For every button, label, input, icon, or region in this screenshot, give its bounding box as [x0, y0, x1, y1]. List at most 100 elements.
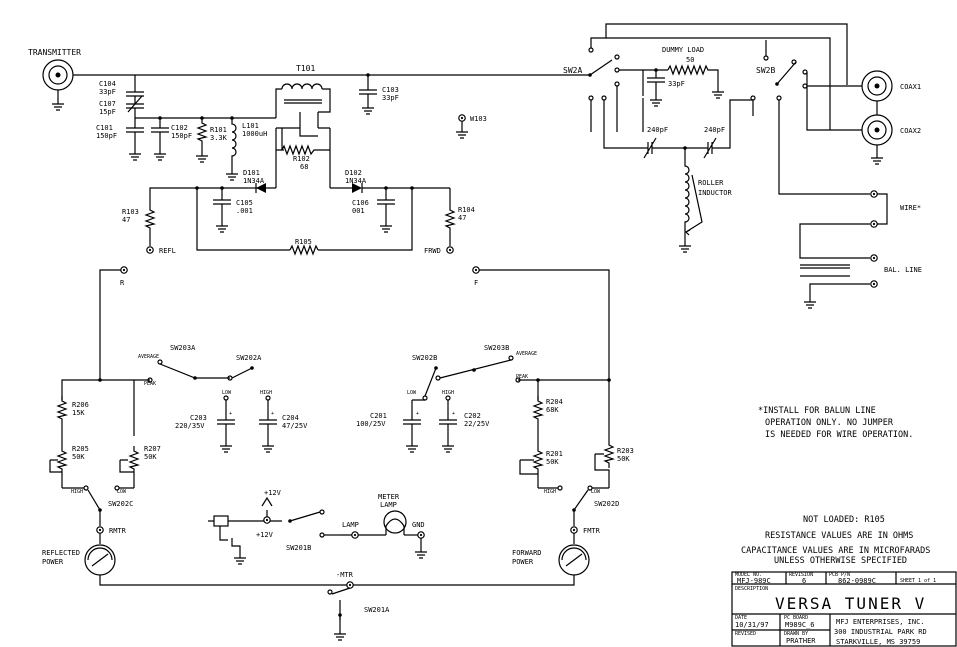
r206-value: 15K — [72, 409, 85, 417]
c107-value: 15pF — [99, 108, 116, 116]
coax1-connector — [861, 70, 893, 115]
c103-capacitor — [359, 75, 377, 115]
sw202d-ref: SW202D — [594, 500, 619, 508]
sw203b-switch — [439, 355, 521, 383]
r201-ref: R201 — [546, 450, 563, 458]
c101-value: 150pF — [96, 132, 117, 140]
tuner-cap-240b — [703, 99, 753, 159]
c102-ref: C102 — [171, 124, 188, 132]
c103-value: 33pF — [382, 94, 399, 102]
drawn-by-value: PRATHER — [786, 637, 816, 645]
roller-label-2: INDUCTOR — [698, 189, 733, 197]
meter-lamp — [383, 510, 418, 536]
r101-resistor — [195, 117, 209, 163]
sw203b-average: AVERAGE — [516, 351, 537, 357]
meter-lamp-label-2: LAMP — [380, 501, 397, 509]
d101-value: 1N34A — [243, 177, 265, 185]
d101-ref: D101 — [243, 169, 260, 177]
r105-ref: R105 — [295, 238, 312, 246]
sw2b-ref: SW2B — [756, 66, 775, 75]
c201-capacitor: + — [403, 399, 425, 453]
drawn-by-header: DRAWN BY — [784, 631, 808, 637]
c202-capacitor: + — [439, 400, 457, 453]
c107-ref: C107 — [99, 100, 116, 108]
r104-ref: R104 — [458, 206, 475, 214]
sw2b-switch — [750, 55, 808, 101]
sw202b-low: LOW — [407, 390, 417, 396]
r105-leads — [196, 188, 413, 251]
c204-value: 47/25V — [282, 422, 308, 430]
sw203a-average: AVERAGE — [138, 354, 159, 360]
sw201b-ref: SW201B — [286, 544, 311, 552]
roller-label-1: ROLLER — [698, 179, 724, 187]
bal-line-label: BAL. LINE — [884, 266, 922, 274]
dummy-load-label: DUMMY LOAD — [662, 46, 704, 54]
date-value: 10/31/97 — [735, 621, 769, 629]
tuner-input-line — [603, 100, 648, 149]
revised-header: REVISED — [735, 631, 756, 637]
p12-label-bottom: +12V — [256, 531, 274, 539]
frwd-label: FRWD — [424, 247, 441, 255]
sw202a-ref: SW202A — [236, 354, 262, 362]
sw203b-peak: PEAK — [516, 374, 528, 380]
wire-line — [778, 110, 870, 195]
c204-ref: C204 — [282, 414, 299, 422]
f-label: F — [474, 279, 478, 287]
coax2-connector — [861, 114, 893, 165]
sw202d-low: LOW — [591, 489, 601, 495]
sw203a-switch — [147, 359, 230, 383]
meter-lamp-label-1: METER — [378, 493, 400, 501]
r204-value: 68K — [546, 406, 559, 414]
sw202a-high: HIGH — [260, 390, 272, 396]
c102-capacitor — [151, 118, 169, 161]
description-header: DESCRIPTION — [735, 586, 768, 592]
svg-text:+: + — [452, 411, 455, 417]
balun-transformer — [799, 223, 870, 309]
sw201a-switch — [327, 587, 351, 641]
c104-value: 33pF — [99, 88, 116, 96]
r205-value: 50K — [72, 453, 85, 461]
r203-potentiometer — [594, 439, 614, 488]
title-block — [731, 571, 957, 647]
f-terminal — [472, 266, 480, 274]
c203-capacitor: + — [217, 400, 235, 453]
sw203a-ref: SW203A — [170, 344, 196, 352]
refl-label: REFL — [159, 247, 176, 255]
r207-value: 50K — [144, 453, 157, 461]
mtr-terminal — [346, 581, 354, 589]
l101-inductor — [225, 118, 239, 181]
revision-value: 6 — [802, 577, 806, 585]
svg-text:+: + — [416, 411, 419, 417]
sheet-value: SHEET 1 of 1 — [900, 578, 936, 584]
roller-inductor — [678, 148, 703, 253]
d102-ref: D102 — [345, 169, 362, 177]
r104-value: 47 — [458, 214, 466, 222]
r102-ref: R102 — [293, 155, 310, 163]
power-jack — [208, 515, 247, 565]
note-resistance: RESISTANCE VALUES ARE IN OHMS — [765, 531, 913, 541]
wire-terminal — [870, 190, 878, 198]
left-meter-bus — [61, 379, 150, 436]
revision-header: REVISION — [789, 572, 813, 578]
r207-potentiometer — [119, 445, 139, 488]
reflected-power-label-1: REFLECTED — [42, 549, 80, 557]
company-line-2: 300 INDUSTRIAL PARK RD — [834, 628, 927, 636]
r205-ref: R205 — [72, 445, 89, 453]
model-value: MFJ-989C — [737, 577, 771, 585]
gnd-terminal — [417, 531, 425, 539]
r102-value: 68 — [300, 163, 308, 171]
t101-ref: T101 — [296, 64, 315, 73]
sw201b-switch — [288, 509, 340, 538]
mtr-label: -MTR — [336, 571, 354, 579]
r-label: R — [120, 279, 125, 287]
sw202c-high: HIGH — [71, 489, 83, 495]
c101-ref: C101 — [96, 124, 113, 132]
p12-terminal — [263, 516, 271, 524]
t101-transformer — [275, 83, 331, 128]
c201-ref: C201 — [370, 412, 387, 420]
forward-power-meter — [360, 544, 590, 586]
r201-potentiometer — [519, 424, 543, 488]
dummy-cap-value: 33pF — [668, 80, 685, 88]
sw2a-ref: SW2A — [563, 66, 582, 75]
c102-value: 150pF — [171, 132, 192, 140]
